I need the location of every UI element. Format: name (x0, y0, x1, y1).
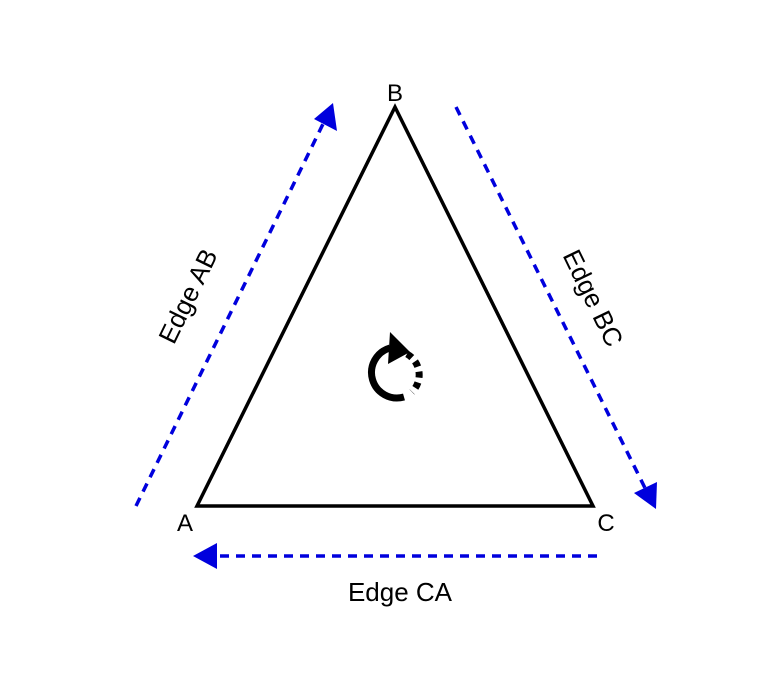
triangle-shape (194, 103, 596, 508)
edge-label-ca: Edge CA (348, 577, 453, 607)
edge-bc-arrow (454, 106, 657, 509)
edge-bc-arrowhead (634, 482, 657, 509)
edge-label-ab: Edge AB (152, 244, 223, 348)
vertex-label-a: A (177, 510, 193, 537)
edge-label-bc: Edge BC (557, 245, 630, 352)
edge-ca-arrowhead (193, 543, 217, 569)
edge-ab-arrow (134, 103, 337, 507)
edge-ca-arrow (193, 543, 597, 569)
vertex-label-b: B (387, 80, 403, 107)
rotate-clockwise-icon (368, 332, 423, 402)
vertex-label-c: C (597, 510, 614, 537)
edge-ab-arrowhead (314, 103, 337, 131)
